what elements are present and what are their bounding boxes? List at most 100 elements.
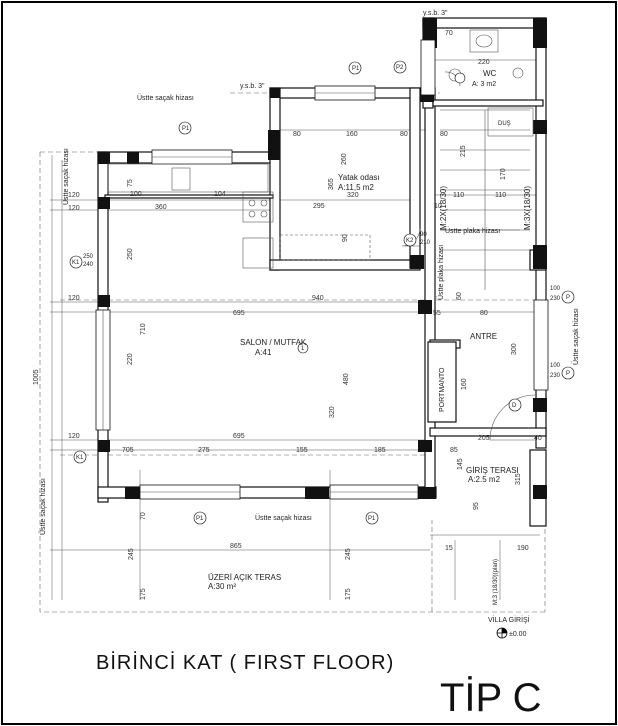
svg-text:70: 70 (140, 512, 147, 520)
tag-p2: P2 (396, 65, 404, 71)
svg-text:245: 245 (345, 548, 352, 560)
kitchen-counter (107, 163, 274, 269)
living-name: SALON / MUTFAK (240, 338, 307, 347)
svg-text:185: 185 (374, 447, 386, 454)
svg-text:1005: 1005 (33, 369, 40, 385)
drawing-title: BİRİNCİ KAT ( FIRST FLOOR) (96, 652, 395, 674)
svg-text:80: 80 (480, 310, 488, 317)
eave-note-bottom: Üstte saçak hizası (255, 514, 312, 522)
svg-text:145: 145 (457, 458, 464, 470)
svg-text:220: 220 (478, 59, 490, 66)
svg-text:160: 160 (346, 131, 358, 138)
svg-text:120: 120 (68, 205, 80, 212)
svg-text:110: 110 (453, 192, 464, 199)
bedroom-area: A:11,5 m2 (338, 183, 374, 192)
tag-one: 1 (301, 346, 305, 352)
tag-k1-b: K1 (76, 455, 84, 461)
tag-p1: P1 (182, 126, 190, 132)
tag-p-b: P (566, 371, 570, 377)
wardrobe-label: PORTMANTO (439, 367, 446, 412)
svg-text:90: 90 (342, 234, 349, 242)
svg-text:695: 695 (233, 310, 245, 317)
svg-text:120: 120 (68, 295, 80, 302)
eave-note-left2: Üstte saçak hizası (39, 478, 47, 535)
svg-text:190: 190 (517, 545, 529, 552)
eave-note-top: Üstte saçak hizası (137, 94, 194, 102)
svg-text:60: 60 (456, 292, 463, 300)
svg-text:695: 695 (233, 433, 245, 440)
svg-text:215: 215 (460, 145, 467, 157)
svg-text:175: 175 (140, 588, 147, 600)
entry-note: VİLLA GİRİŞİ (488, 615, 530, 624)
eave-note-left: Üstte saçak hizası (62, 148, 70, 205)
svg-text:705: 705 (122, 447, 134, 454)
svg-text:170: 170 (500, 168, 507, 180)
svg-text:275: 275 (198, 447, 210, 454)
svg-text:865: 865 (230, 543, 242, 550)
tag-k1-dim-a: 250 (83, 254, 94, 260)
svg-text:360: 360 (155, 204, 167, 211)
tag-p1-c: P1 (196, 516, 204, 522)
porch-name: GİRİŞ TERASI (466, 466, 519, 475)
svg-text:710: 710 (140, 323, 147, 335)
svg-text:10: 10 (434, 203, 442, 210)
tag-k2-dim-a: 90 (420, 232, 427, 238)
svg-text:365: 365 (328, 178, 335, 190)
svg-text:85: 85 (450, 447, 458, 454)
svg-text:15: 15 (445, 545, 453, 552)
porch-area: A:2.5 m2 (468, 475, 501, 484)
stair-note-1: M:2X(18/30) (439, 186, 448, 230)
level-note: ±0.00 (509, 631, 527, 638)
bedroom-name: Yatak odası (338, 173, 380, 182)
living-area: A:41 (255, 348, 272, 357)
svg-text:250: 250 (127, 248, 134, 260)
tag-k1: K1 (72, 260, 80, 266)
slab-note-2: Üstte plaka hizası (437, 245, 445, 300)
tag-k1-dim-b: 240 (83, 262, 94, 268)
svg-text:80: 80 (400, 131, 408, 138)
svg-text:40: 40 (534, 435, 542, 442)
wc-area: A: 3 m2 (472, 81, 496, 88)
drawing-type: TİP C (440, 676, 542, 720)
dimension-lines (50, 24, 545, 600)
svg-text:80: 80 (293, 131, 301, 138)
svg-text:104: 104 (214, 191, 226, 198)
tag-p-a: P (566, 295, 570, 301)
svg-text:80: 80 (440, 131, 448, 138)
svg-text:155: 155 (296, 447, 308, 454)
svg-text:320: 320 (329, 406, 336, 418)
ysb-note-2: y.s.b. 3" (240, 83, 265, 90)
staircase (440, 109, 530, 290)
tag-k2: K2 (406, 238, 414, 244)
svg-text:320: 320 (347, 192, 359, 199)
svg-text:205: 205 (478, 435, 490, 442)
dimension-values: 70 220 80 160 80 80 260 365 295 320 90 2… (33, 30, 542, 600)
svg-text:480: 480 (343, 373, 350, 385)
eave-note-right: Üstte saçak hizası (572, 308, 580, 365)
svg-text:220: 220 (127, 353, 134, 365)
tag-p-dim-a2: 230 (550, 296, 561, 302)
svg-text:70: 70 (445, 30, 453, 37)
tag-p-dim-b2: 230 (550, 373, 561, 379)
tag-p-dim-b1: 100 (550, 363, 561, 369)
stair-note-2: M:3X(18/30) (523, 186, 532, 230)
tag-k2-dim-b: 210 (420, 240, 431, 246)
svg-text:120: 120 (68, 192, 80, 199)
wc-name: WC (483, 69, 497, 78)
tag-p1-d: P1 (368, 516, 376, 522)
svg-text:100: 100 (130, 191, 142, 198)
svg-text:55: 55 (433, 310, 441, 317)
svg-text:300: 300 (511, 343, 518, 355)
stair-note-3: M:3 (18/30)(plan) (493, 559, 499, 605)
entry-marker (496, 627, 508, 639)
svg-text:315: 315 (515, 473, 522, 485)
svg-text:245: 245 (128, 548, 135, 560)
shower-label: DUŞ (498, 121, 511, 127)
windows (95, 39, 549, 500)
slab-note: Üstte plaka hizası (445, 227, 500, 235)
tag-p-dim-a1: 100 (550, 286, 561, 292)
ysb-note-1: y.s.b. 3" (423, 10, 448, 17)
tag-markers (69, 60, 575, 525)
svg-text:160: 160 (461, 378, 468, 390)
